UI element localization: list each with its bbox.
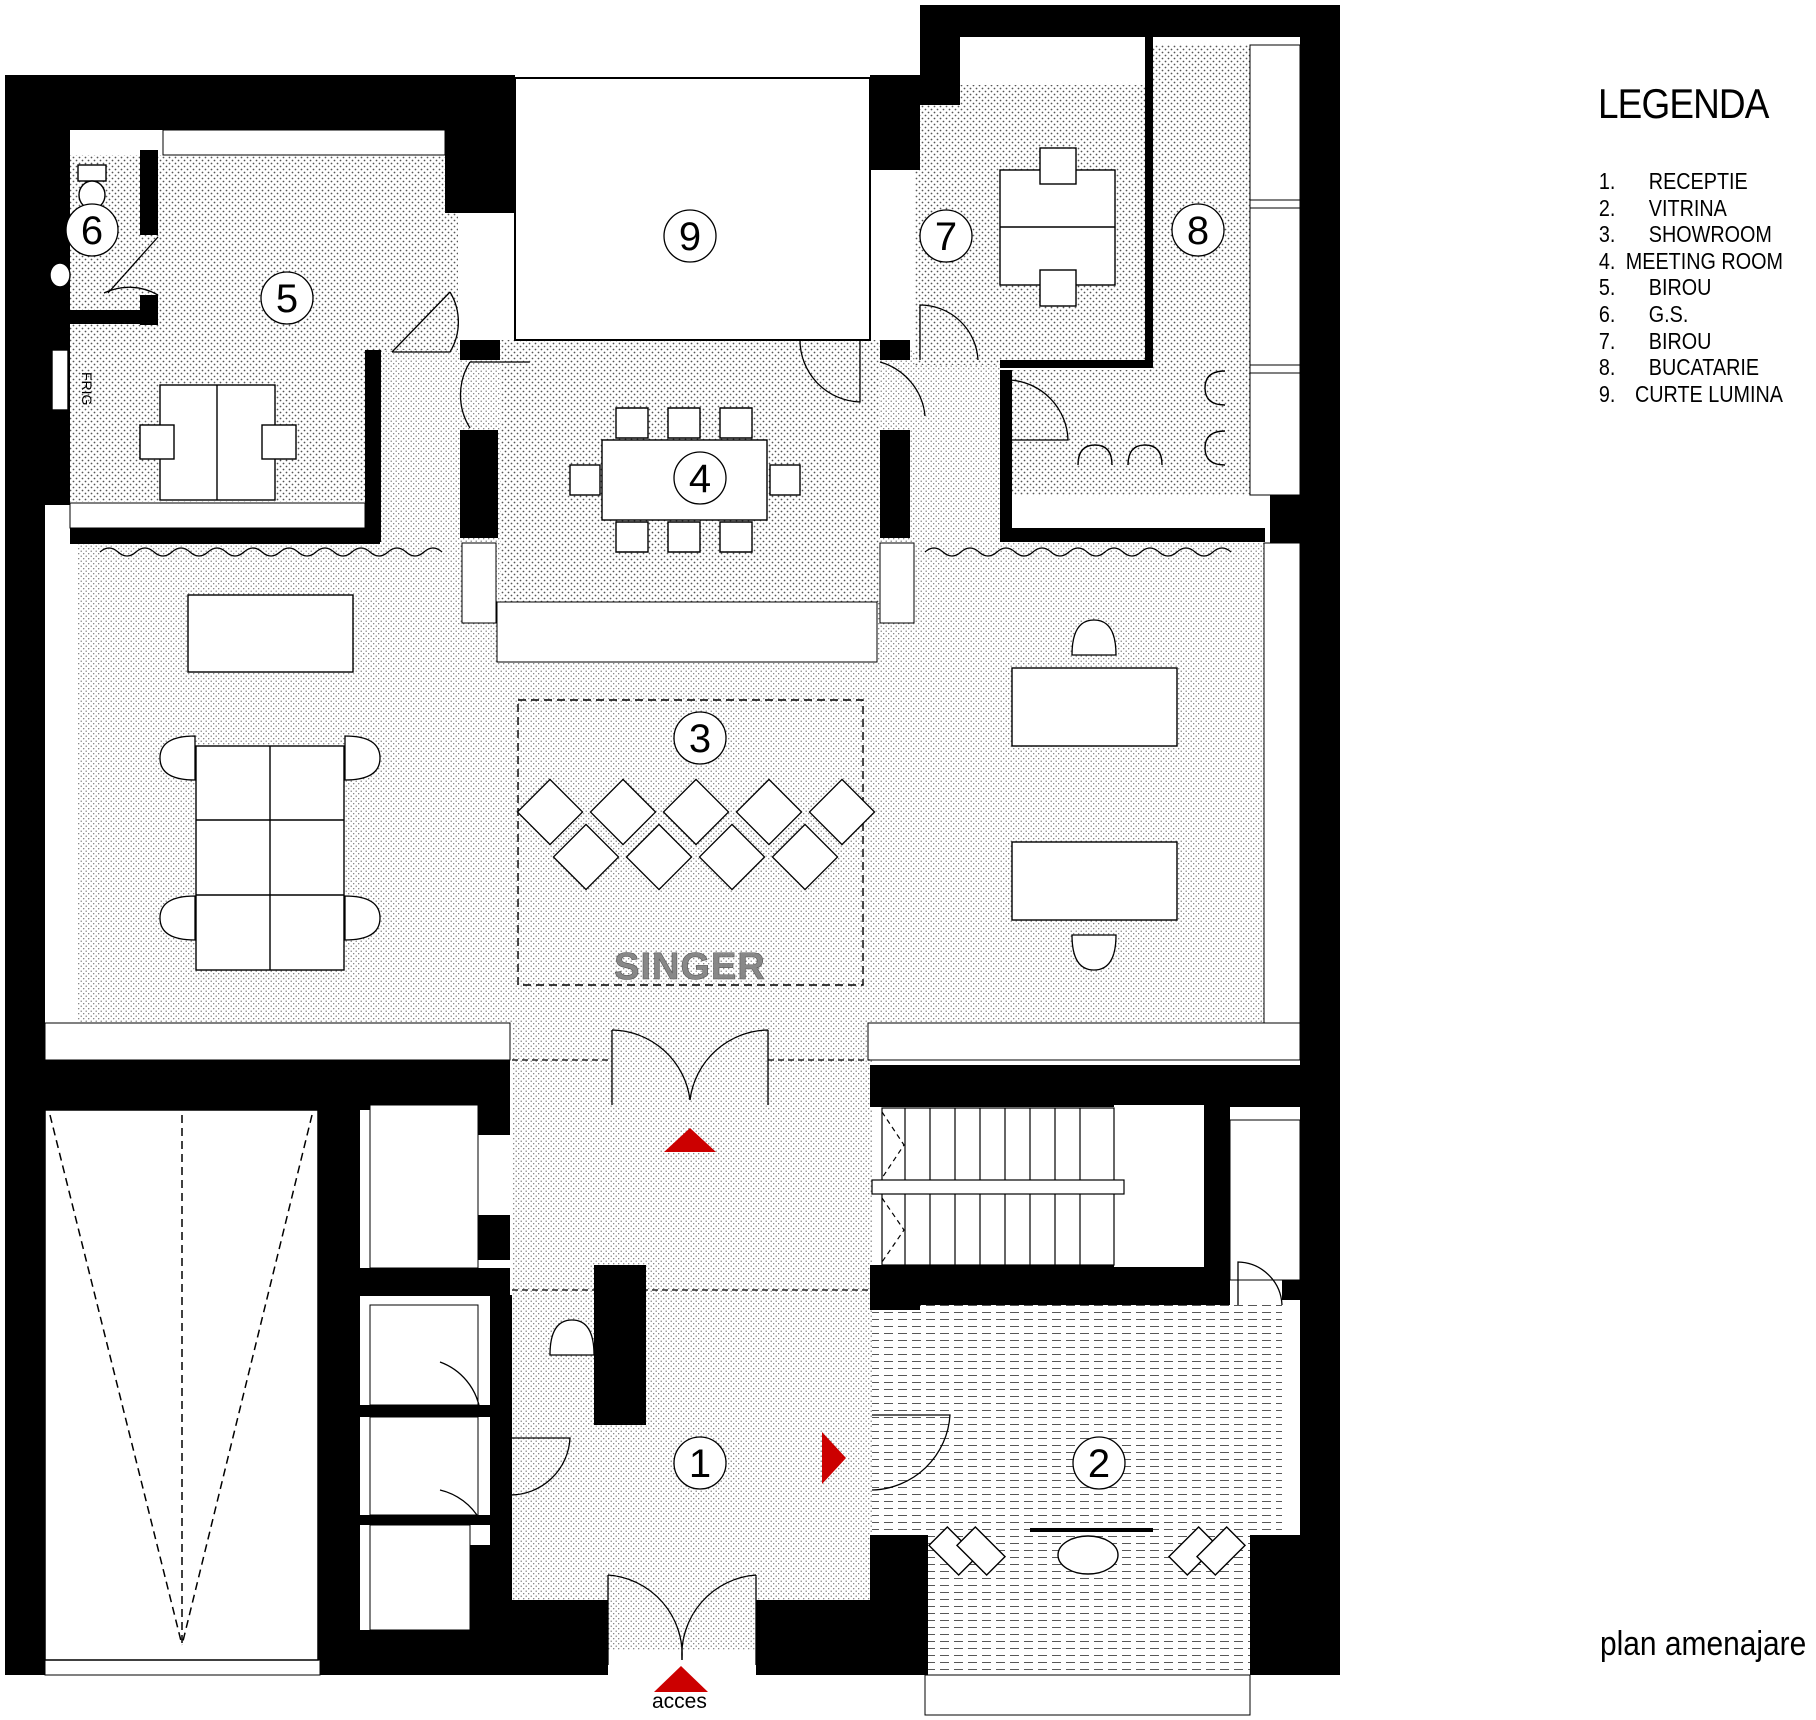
vitrina-arrow-icon [822, 1432, 846, 1484]
fridge-label: FRIG [79, 372, 95, 405]
svg-text:9: 9 [679, 215, 701, 259]
legend-item: 3.SHOWROOM [1598, 221, 1772, 248]
entry-arrow-icon [664, 1128, 716, 1152]
garage-area [44, 1109, 319, 1661]
svg-text:4: 4 [689, 457, 711, 501]
legend-list: 1.RECEPTIE 2.VITRINA 3.SHOWROOM 4.MEETIN… [1580, 168, 1816, 407]
svg-text:3: 3 [689, 717, 711, 761]
legend-title: LEGENDA [1598, 80, 1769, 127]
showroom-chairs [159, 619, 1117, 1356]
svg-text:5: 5 [276, 277, 298, 321]
legend-item: 1.RECEPTIE [1598, 168, 1748, 194]
legend-item: 8.BUCATARIE [1598, 354, 1760, 381]
svg-text:7: 7 [935, 215, 957, 259]
furniture [49, 147, 1247, 1577]
legend: LEGENDA 1.RECEPTIE 2.VITRINA 3.SHOWROOM … [1580, 80, 1816, 407]
room-marker-8: 8 [1171, 203, 1225, 257]
doors [103, 236, 1283, 1665]
legend-item: 4.MEETING ROOM [1598, 247, 1783, 274]
room-marker-6: 6 [65, 203, 119, 257]
room-marker-3: 3 [673, 711, 727, 765]
svg-text:6: 6 [81, 209, 103, 253]
showroom-display: SINGER [516, 699, 876, 988]
light-court [514, 77, 871, 341]
room-marker-9: 9 [663, 209, 717, 263]
room-marker-4: 4 [673, 451, 727, 505]
svg-text:2: 2 [1088, 1442, 1110, 1486]
plan-caption: plan amenajare [1600, 1625, 1807, 1663]
room-marker-1: 1 [673, 1436, 727, 1490]
legend-item: 7.BIROU [1598, 327, 1712, 354]
room-marker-2: 2 [1072, 1436, 1126, 1490]
window-sills [44, 44, 1301, 1716]
legend-item: 9.CURTE LUMINA [1598, 380, 1783, 407]
access-arrows [654, 1128, 846, 1692]
svg-text:8: 8 [1187, 209, 1209, 253]
room-markers: 1 2 3 4 5 6 7 8 [65, 203, 1225, 1490]
access-label: acces [652, 1690, 707, 1713]
room-marker-7: 7 [919, 209, 973, 263]
legend-item: 5.BIROU [1598, 274, 1712, 301]
legend-item: 6.G.S. [1598, 300, 1689, 327]
brand-text: SINGER [614, 946, 766, 988]
stairs [871, 1107, 1125, 1266]
legend-item: 2.VITRINA [1598, 194, 1727, 221]
curtain-lines [99, 547, 1232, 557]
room-marker-5: 5 [260, 271, 314, 325]
main-access-arrow-icon [654, 1666, 708, 1692]
svg-text:1: 1 [689, 1442, 711, 1486]
closets [369, 1104, 479, 1631]
